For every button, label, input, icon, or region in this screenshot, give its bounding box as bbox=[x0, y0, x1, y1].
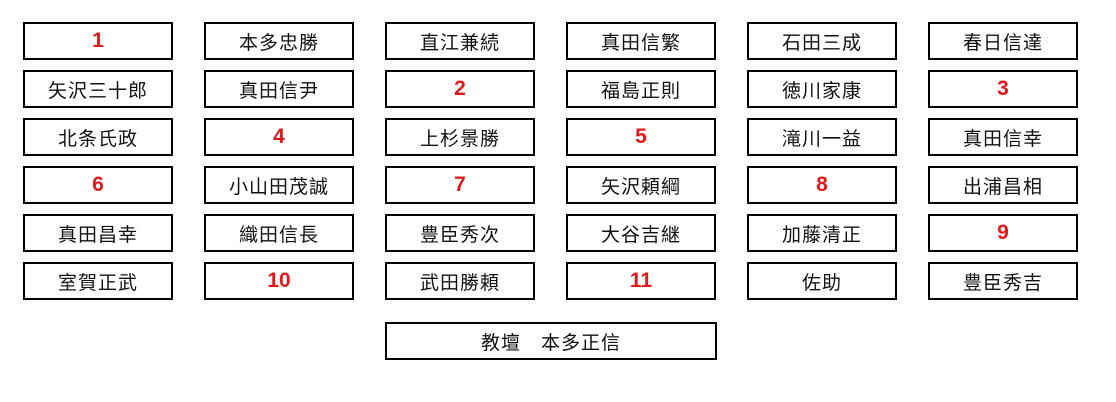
seat-name[interactable]: 豊臣秀次 bbox=[385, 214, 535, 252]
seat-name[interactable]: 石田三成 bbox=[747, 22, 897, 60]
seat-name[interactable]: 本多忠勝 bbox=[204, 22, 354, 60]
seat-name[interactable]: 豊臣秀吉 bbox=[928, 262, 1078, 300]
seat-name[interactable]: 真田昌幸 bbox=[23, 214, 173, 252]
seat-name[interactable]: 真田信尹 bbox=[204, 70, 354, 108]
seat-name[interactable]: 真田信幸 bbox=[928, 118, 1078, 156]
seat-name[interactable]: 直江兼続 bbox=[385, 22, 535, 60]
seat-name[interactable]: 春日信達 bbox=[928, 22, 1078, 60]
empty-seat-number[interactable]: 8 bbox=[747, 166, 897, 204]
seat-name[interactable]: 室賀正武 bbox=[23, 262, 173, 300]
seat-name[interactable]: 大谷吉継 bbox=[566, 214, 716, 252]
seat-name[interactable]: 織田信長 bbox=[204, 214, 354, 252]
seat-name[interactable]: 小山田茂誠 bbox=[204, 166, 354, 204]
seat-name[interactable]: 出浦昌相 bbox=[928, 166, 1078, 204]
seat-name[interactable]: 徳川家康 bbox=[747, 70, 897, 108]
seat-name[interactable]: 上杉景勝 bbox=[385, 118, 535, 156]
empty-seat-number[interactable]: 2 bbox=[385, 70, 535, 108]
seat-name[interactable]: 真田信繁 bbox=[566, 22, 716, 60]
seat-name[interactable]: 武田勝頼 bbox=[385, 262, 535, 300]
seat-name[interactable]: 加藤清正 bbox=[747, 214, 897, 252]
seat-name[interactable]: 滝川一益 bbox=[747, 118, 897, 156]
seat-name[interactable]: 佐助 bbox=[747, 262, 897, 300]
empty-seat-number[interactable]: 7 bbox=[385, 166, 535, 204]
seat-name[interactable]: 矢沢三十郎 bbox=[23, 70, 173, 108]
empty-seat-number[interactable]: 10 bbox=[204, 262, 354, 300]
seat-name[interactable]: 福島正則 bbox=[566, 70, 716, 108]
empty-seat-number[interactable]: 6 bbox=[23, 166, 173, 204]
empty-seat-number[interactable]: 11 bbox=[566, 262, 716, 300]
empty-seat-number[interactable]: 9 bbox=[928, 214, 1078, 252]
seat-name[interactable]: 北条氏政 bbox=[23, 118, 173, 156]
empty-seat-number[interactable]: 5 bbox=[566, 118, 716, 156]
seat-name[interactable]: 矢沢頼綱 bbox=[566, 166, 716, 204]
teacher-desk[interactable]: 教壇 本多正信 bbox=[385, 322, 717, 360]
seating-grid: 1 本多忠勝直江兼続真田信繁石田三成春日信達矢沢三十郎真田信尹 2 福島正則徳川家康 3… bbox=[23, 22, 1078, 300]
empty-seat-number[interactable]: 4 bbox=[204, 118, 354, 156]
empty-seat-number[interactable]: 1 bbox=[23, 22, 173, 60]
empty-seat-number[interactable]: 3 bbox=[928, 70, 1078, 108]
